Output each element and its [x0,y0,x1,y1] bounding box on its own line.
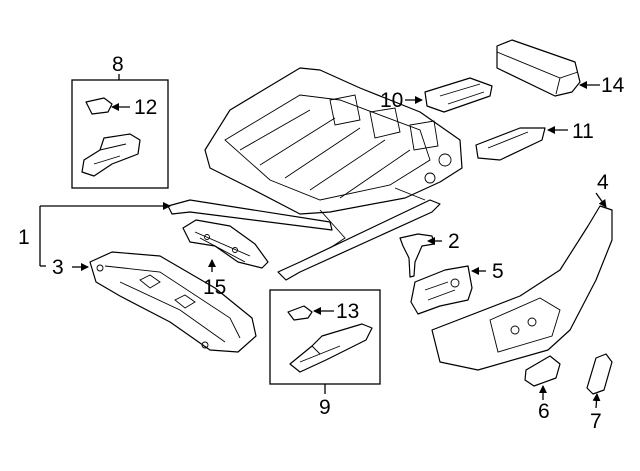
knob-7 [586,353,613,395]
cover-10 [424,77,493,113]
callout-8: 8 [112,53,124,76]
callout-2: 2 [448,230,460,253]
inset-box-8 [71,79,169,189]
callout-11: 11 [572,120,594,143]
callout-15: 15 [203,276,226,299]
callout-7: 7 [590,410,602,433]
module-14 [496,39,581,97]
bracket-2 [399,233,435,278]
callout-10: 10 [380,89,403,112]
seat-track-15 [182,219,269,269]
callout-labels: 1 2 3 4 5 6 7 8 9 10 11 12 13 14 15 [18,53,625,433]
callout-12: 12 [134,96,157,119]
inset-box-9 [269,289,381,385]
cover-11 [475,127,546,161]
callout-13: 13 [336,300,359,323]
callout-3: 3 [52,256,64,279]
callout-14: 14 [601,74,625,97]
switch-housing-5 [410,265,473,315]
callout-6: 6 [538,400,550,423]
seat-base-3 [89,251,257,353]
knob-6 [524,355,561,387]
callout-4: 4 [597,171,609,194]
callout-5: 5 [492,260,504,283]
callout-9: 9 [319,396,331,419]
leader-lines [39,74,607,409]
seat-frame-assembly [167,67,463,281]
callout-1: 1 [18,226,30,249]
side-shield-4 [431,205,613,371]
